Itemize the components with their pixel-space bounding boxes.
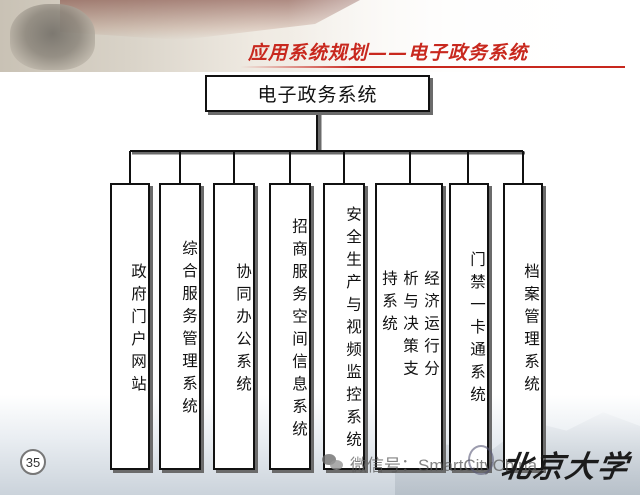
title-underline — [240, 66, 625, 68]
node-access-card: 门禁一卡通系统 — [449, 183, 489, 470]
wechat-icon — [322, 454, 344, 472]
node-label: 安全生产与视频监控系统 — [344, 206, 362, 454]
node-label: 经济运行分析与决策支持系统 — [380, 270, 440, 383]
header-photo — [0, 0, 640, 72]
node-government-portal: 政府门户网站 — [110, 183, 150, 470]
pku-logo: 北京大学 — [498, 450, 632, 485]
slide-title: 应用系统规划——电子政务系统 — [248, 42, 529, 64]
node-safety-video-monitoring: 安全生产与视频监控系统 — [323, 183, 365, 470]
page-number: 35 — [20, 449, 46, 475]
university-seal — [468, 445, 494, 475]
root-node: 电子政务系统 — [205, 75, 430, 112]
node-label: 政府门户网站 — [129, 262, 147, 398]
root-node-label: 电子政务系统 — [257, 84, 378, 106]
node-label: 协同办公系统 — [234, 262, 252, 398]
node-collaborative-office: 协同办公系统 — [213, 183, 255, 470]
node-label: 门禁一卡通系统 — [468, 251, 486, 409]
node-integrated-services: 综合服务管理系统 — [159, 183, 201, 470]
node-label: 档案管理系统 — [522, 262, 540, 398]
node-label: 招商服务空间信息系统 — [290, 217, 308, 443]
node-economic-decision-support: 经济运行分析与决策支持系统 — [375, 183, 443, 470]
node-investment-spatial-info: 招商服务空间信息系统 — [269, 183, 311, 470]
node-label: 综合服务管理系统 — [180, 240, 198, 420]
node-archive-management: 档案管理系统 — [503, 183, 543, 470]
